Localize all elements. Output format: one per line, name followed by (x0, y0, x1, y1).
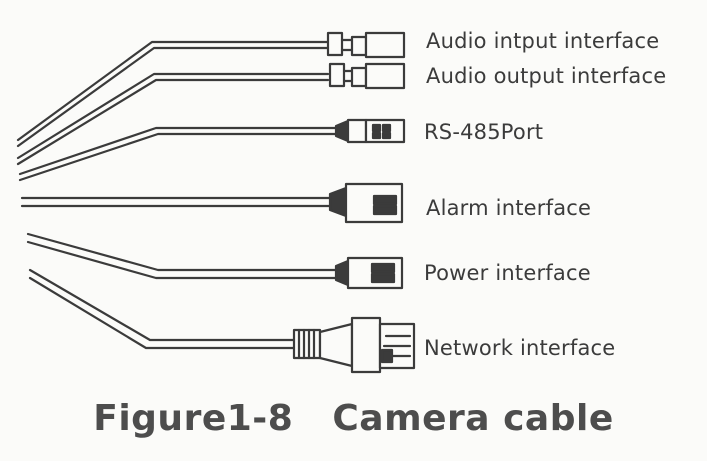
audio-output-label: Audio output interface (426, 64, 667, 88)
audio-input-connector-icon (326, 31, 406, 59)
audio-output-cable (16, 72, 330, 166)
network-label: Network interface (424, 336, 616, 360)
power-cable (26, 232, 338, 280)
audio-input-label: Audio intput interface (426, 29, 660, 53)
network-cable (28, 268, 296, 350)
rs485-cable (18, 126, 338, 182)
network-connector-icon (292, 316, 416, 374)
alarm-cable (20, 196, 332, 208)
alarm-connector-icon (328, 182, 404, 224)
rs485-label: RS-485Port (424, 120, 544, 144)
power-label: Power interface (424, 261, 591, 285)
rs485-connector-icon (334, 118, 406, 144)
alarm-label: Alarm interface (426, 196, 592, 220)
audio-output-connector-icon (328, 62, 406, 90)
audio-input-cable (16, 40, 330, 148)
figure-caption: Figure1-8 Camera cable (93, 398, 614, 439)
power-connector-icon (334, 256, 404, 290)
